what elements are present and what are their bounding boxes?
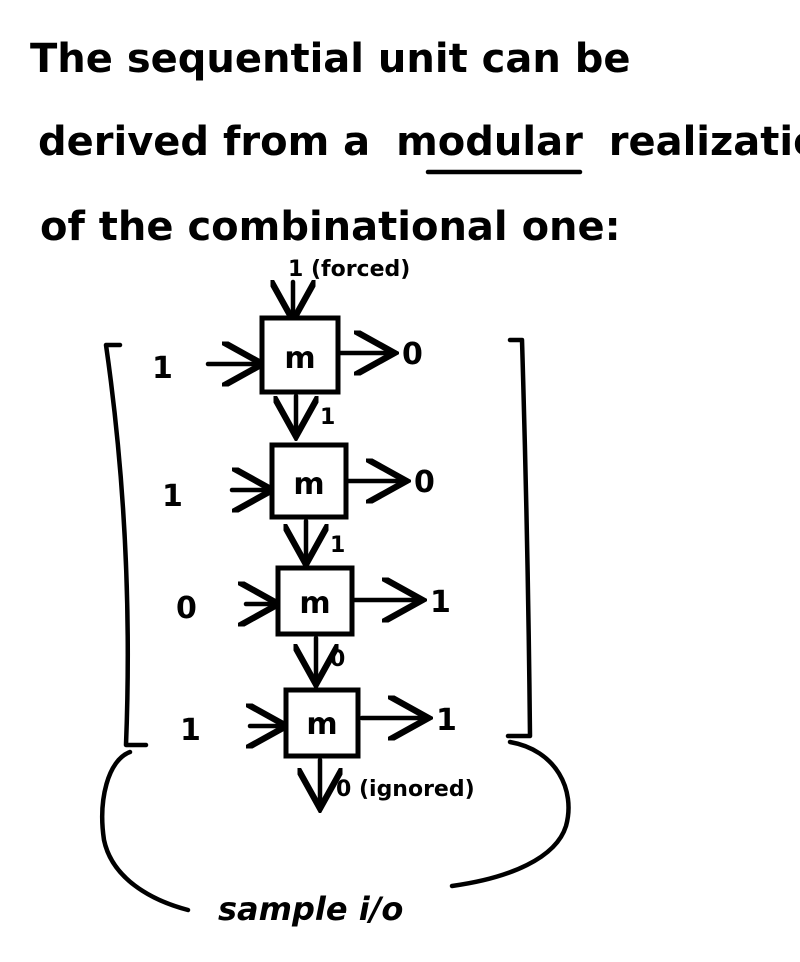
heading-line-1: The sequential unit can be xyxy=(30,36,631,82)
heading-line-3: of the combinational one: xyxy=(40,204,621,250)
top-input-label: 1 (forced) xyxy=(288,257,410,282)
footer-label: sample i/o xyxy=(218,890,403,928)
stage-1-carry-label: 1 xyxy=(320,405,335,430)
module-label-2: m xyxy=(293,467,324,502)
module-label-3: m xyxy=(299,586,330,621)
stage-4-output: 1 xyxy=(436,703,457,738)
stage-3-carry-label: 0 xyxy=(330,647,345,672)
stage-3-output: 1 xyxy=(430,585,451,620)
heading-line-2-start: derived from a xyxy=(38,119,370,165)
heading-emphasis-modular: modular xyxy=(396,119,583,165)
heading-line-2: derived from a modular realization xyxy=(38,119,800,165)
module-label-1: m xyxy=(284,341,315,376)
stage-2: 1 m 0 1 xyxy=(162,442,435,560)
stage-2-input: 1 xyxy=(162,479,183,514)
heading-line-2-end: realization xyxy=(609,119,800,165)
stage-1-output: 0 xyxy=(402,337,423,372)
stage-4-input: 1 xyxy=(180,713,201,748)
stage-2-carry-label: 1 xyxy=(330,533,345,558)
stage-3-input: 0 xyxy=(176,591,197,626)
stage-2-output: 0 xyxy=(414,465,435,500)
stage-4-carry-label: 0 (ignored) xyxy=(336,777,475,802)
brace-right-curve xyxy=(449,739,571,889)
stage-1-input: 1 xyxy=(152,351,173,386)
module-box-4 xyxy=(283,687,361,759)
heading: The sequential unit can be derived from … xyxy=(30,36,800,250)
stage-4: 1 m 1 0 (ignored) xyxy=(180,687,475,804)
brace-left-curve xyxy=(100,749,191,913)
module-label-4: m xyxy=(306,707,337,742)
stage-3: 0 m 1 0 xyxy=(176,565,451,680)
right-bracket xyxy=(505,337,533,739)
left-bracket xyxy=(103,342,149,748)
module-box-1 xyxy=(259,315,341,395)
stage-1: 1 m 0 1 xyxy=(152,315,423,432)
